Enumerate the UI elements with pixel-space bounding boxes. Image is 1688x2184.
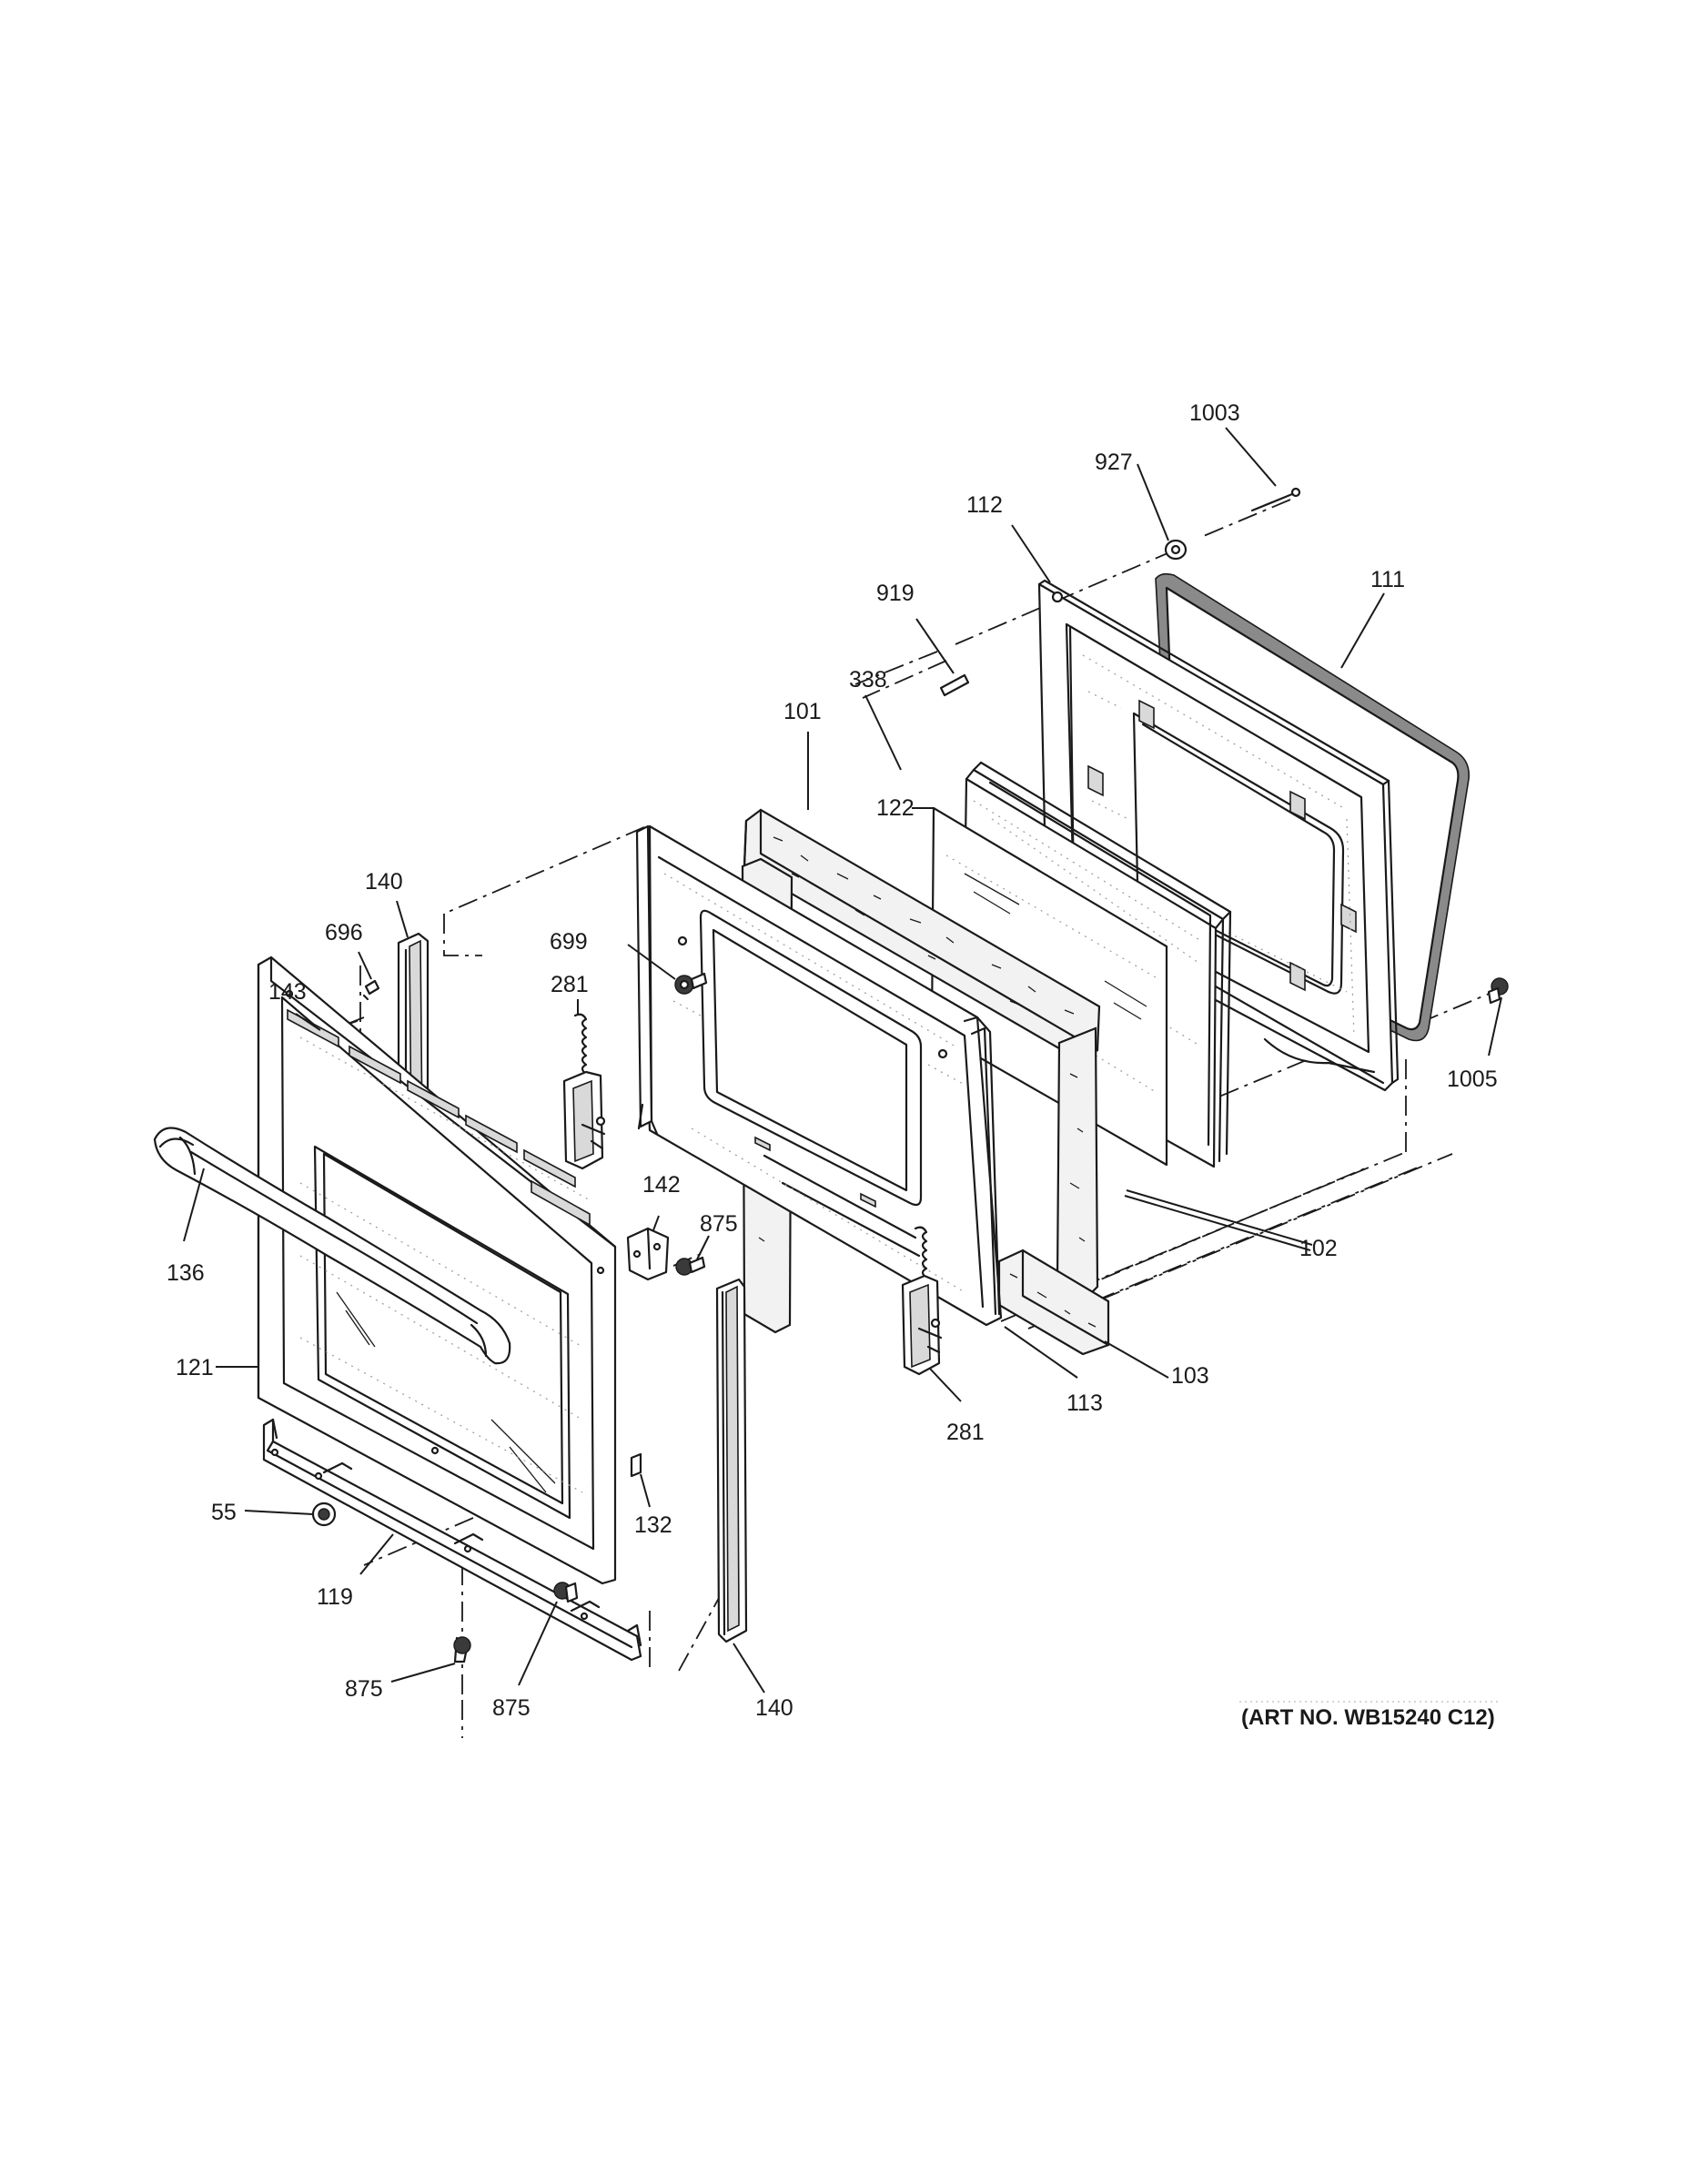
part-281-hinge-right [901,1226,943,1376]
callout-143: 143 [268,979,307,1005]
callout-55: 55 [211,1500,237,1525]
callout-875-mid: 875 [700,1211,738,1237]
part-101-top-insulation [743,808,1101,1063]
callout-281-left: 281 [551,972,589,997]
callout-696: 696 [325,920,363,945]
callout-102: 102 [1299,1236,1338,1261]
part-875-screw-bottom-left [453,1636,471,1663]
callout-142: 142 [642,1172,681,1198]
callout-111: 111 [1370,567,1405,592]
callout-132: 132 [634,1512,672,1538]
callout-875-bottom: 875 [492,1695,531,1721]
part-927-washer [1164,539,1188,561]
callout-136: 136 [167,1260,205,1286]
part-136-door-handle [153,1127,511,1365]
part-132-clip [630,1452,642,1478]
callout-927: 927 [1095,450,1133,475]
part-1003-screw [1250,487,1301,512]
callout-140-top: 140 [365,869,403,895]
callout-140-bottom: 140 [755,1695,793,1721]
leader-lines [183,427,1502,1694]
part-281-hinge-left [562,1013,606,1170]
callout-labels: 1003 927 112 111 919 338 101 122 140 696… [167,400,1498,1721]
callout-919: 919 [876,581,915,606]
callout-699: 699 [550,929,588,955]
callout-1005: 1005 [1447,1067,1498,1092]
part-142-bracket [626,1227,670,1281]
callout-119: 119 [317,1584,353,1610]
art-number: (ART NO. WB15240 C12) [1241,1705,1495,1730]
part-140-side-trim-bottom [715,1278,748,1643]
callout-101: 101 [783,699,822,724]
part-55-nut [311,1502,337,1527]
part-875-screw-mid [675,1256,706,1276]
part-119-bottom-trim [262,1418,642,1662]
door-side-bracket [635,824,659,1136]
part-1005-screw [1487,977,1509,1005]
callout-1003: 1003 [1189,400,1240,426]
callout-113: 113 [1066,1390,1103,1416]
callout-122: 122 [876,795,915,821]
callout-281-right: 281 [946,1420,985,1445]
callout-338: 338 [849,667,887,693]
part-696-screw [362,979,380,1001]
callout-121: 121 [176,1355,214,1380]
part-919-pin [939,673,970,697]
part-113-door-frame [635,824,1003,1327]
part-875-screw-bottom [553,1582,579,1603]
part-121-outer-door-panel [257,956,617,1585]
callout-103: 103 [1171,1363,1209,1389]
callout-112: 112 [966,492,1003,518]
callout-875-bottom-left: 875 [345,1676,383,1702]
part-112-inner-door-liner [1037,579,1400,1092]
part-699-screw [674,972,708,995]
